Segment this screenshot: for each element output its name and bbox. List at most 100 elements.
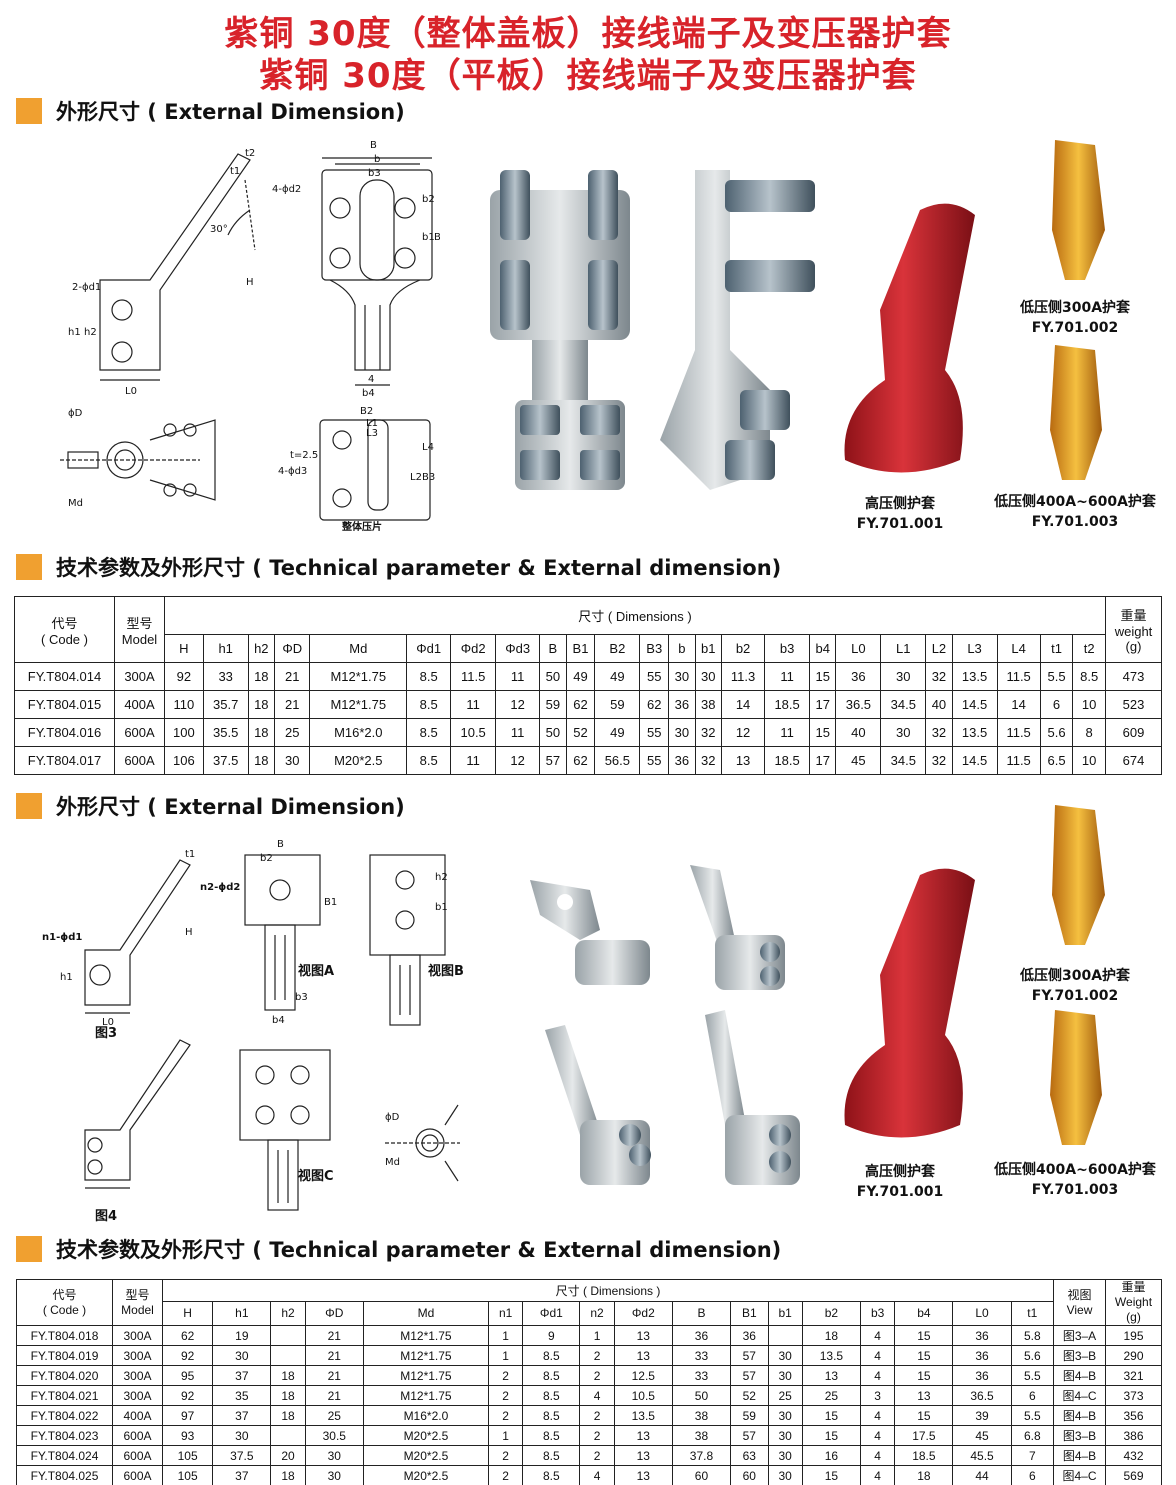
high-voltage-sleeve-icon [844, 203, 975, 473]
table-cell: 33 [202, 662, 249, 691]
header-text: 型号 [126, 615, 153, 631]
table-cell: 15 [894, 1405, 954, 1426]
table-cell: 21 [304, 1385, 364, 1406]
table-cell: 1 [487, 1325, 524, 1346]
table-cell: 39 [952, 1405, 1012, 1426]
dim-label: L3 [366, 428, 378, 439]
table-cell: 1 [487, 1345, 524, 1366]
column-header: h1 [212, 1300, 272, 1327]
table-cell: 15 [801, 1465, 861, 1485]
header-code: 代号( Code ) [14, 596, 115, 663]
table-cell: 10 [1072, 690, 1106, 719]
table-cell: 100 [164, 718, 204, 747]
table-cell: 32 [925, 662, 953, 691]
table-cell: 9 [522, 1325, 581, 1346]
table-cell: 55 [639, 746, 670, 775]
table-cell: 8.5 [522, 1385, 581, 1406]
table-cell: 8.5 [522, 1445, 581, 1466]
table-cell: 4 [579, 1465, 615, 1485]
table-cell: 45.5 [952, 1445, 1012, 1466]
table-cell: 300A [112, 1325, 163, 1346]
sleeve-code: FY.701.001 [856, 1184, 944, 1200]
table-cell: 8.5 [522, 1345, 581, 1366]
dim-label: L4 [422, 442, 434, 453]
table-cell: 8.5 [522, 1425, 581, 1446]
table-cell: 7 [1010, 1445, 1055, 1466]
dim-label: h2 [84, 327, 97, 338]
table-cell: 2 [579, 1345, 615, 1366]
table-cell: 36 [952, 1325, 1012, 1346]
table-cell: 2 [487, 1405, 524, 1426]
table-cell: 38 [694, 690, 722, 719]
table-cell: 8.5 [406, 718, 452, 747]
dim-label: b2 [422, 194, 435, 205]
table-cell: 18 [270, 1365, 306, 1386]
table-cell: 37.8 [671, 1445, 732, 1466]
table-cell: M12*1.75 [362, 1385, 489, 1406]
column-header: h2 [247, 634, 276, 663]
table-cell: FY.T804.025 [16, 1465, 113, 1485]
table-cell: 12 [495, 690, 541, 719]
table-cell: 5.6 [1039, 718, 1074, 747]
sleeve-photo-group-2 [844, 805, 1105, 1145]
section-technical-parameter-2: 技术参数及外形尺寸 ( Technical parameter & Extern… [16, 1234, 781, 1264]
table-cell: 45 [835, 746, 882, 775]
table-cell: 8.5 [406, 690, 452, 719]
table-cell: M12*1.75 [309, 690, 408, 719]
header-text: ( Code ) [41, 631, 88, 647]
column-header: b2 [801, 1300, 861, 1327]
table-cell: M12*1.75 [362, 1345, 489, 1366]
table-cell: 6.5 [1039, 746, 1074, 775]
header-text: 代号 [51, 615, 78, 631]
table-cell: M20*2.5 [309, 746, 408, 775]
table-cell: 356 [1105, 1405, 1162, 1426]
header-text: Model [121, 631, 158, 647]
table-cell: 4 [859, 1345, 896, 1366]
table-cell: 106 [164, 746, 204, 775]
header-text: 重量 [1120, 608, 1147, 623]
table-cell: 38 [671, 1405, 732, 1426]
column-header: Φd3 [495, 634, 541, 663]
dim-label: b2 [260, 853, 273, 864]
column-header: L2 [925, 634, 953, 663]
table-cell: 11 [764, 718, 811, 747]
table-cell: 6 [1039, 690, 1074, 719]
header-dimensions: 尺寸 ( Dimensions ) [162, 1279, 1054, 1302]
column-header: b1 [694, 634, 722, 663]
table-cell: 62 [565, 690, 596, 719]
column-header: L3 [951, 634, 998, 663]
dim-label: B2 [360, 406, 373, 417]
table-cell: 30 [767, 1465, 803, 1485]
section-heading: 技术参数及外形尺寸 ( Technical parameter & Extern… [56, 1238, 782, 1262]
table-cell: 5.5 [1010, 1365, 1055, 1386]
column-header: b [668, 634, 696, 663]
table-cell: 300A [114, 662, 165, 691]
table-cell: 18 [270, 1465, 306, 1485]
table-cell: 15 [809, 662, 837, 691]
dim-label: b3 [295, 992, 308, 1003]
table-cell: M16*2.0 [362, 1405, 489, 1426]
table-cell: 11.3 [720, 662, 766, 691]
column-header: L4 [996, 634, 1041, 663]
section-technical-parameter-1: 技术参数及外形尺寸 ( Technical parameter & Extern… [16, 552, 781, 582]
dim-label: H [185, 927, 193, 938]
table-cell: 18 [801, 1325, 861, 1346]
table-cell: 8.5 [522, 1405, 581, 1426]
table-cell: FY.T804.020 [16, 1365, 113, 1386]
technical-drawing-1: t2 t1 30° H 2-ϕd1 h1 h2 L0 B b b3 4-ϕd2 … [60, 140, 440, 533]
table-cell: 8.5 [1072, 662, 1106, 691]
flat-lug-photo-1 [530, 880, 650, 985]
table-cell: 4 [579, 1385, 615, 1406]
table-cell: 18 [247, 690, 276, 719]
column-header: Φd2 [450, 634, 497, 663]
table-cell: 569 [1105, 1465, 1162, 1485]
table-cell: 36 [668, 746, 696, 775]
column-header: B1 [730, 1300, 769, 1327]
